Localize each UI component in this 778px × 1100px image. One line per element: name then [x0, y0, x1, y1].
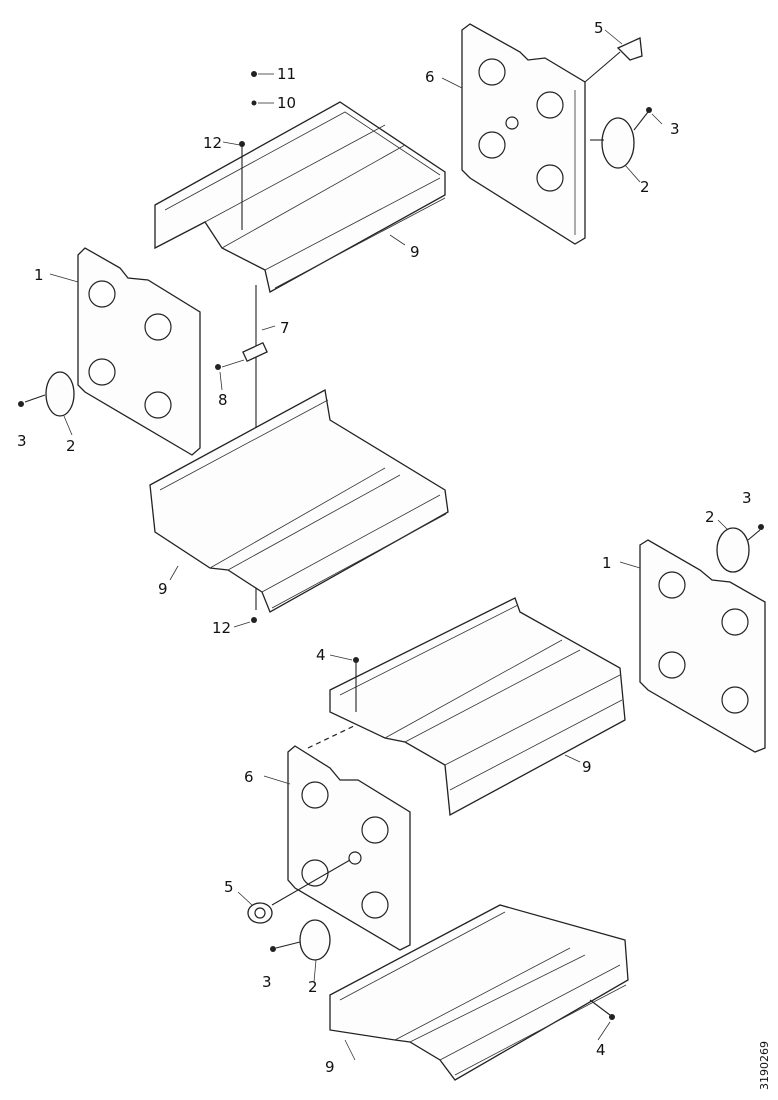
callout-10: 10: [277, 94, 296, 112]
dashed-guide: [307, 724, 357, 749]
callout-2-top-right: 2: [640, 178, 650, 196]
end-plate-lower: [287, 745, 411, 951]
callout-2-right: 2: [705, 508, 715, 526]
callout-3-right: 3: [742, 489, 752, 507]
bolt-4-lower: [589, 999, 615, 1020]
end-plate-right: [639, 539, 766, 753]
callout-8: 8: [218, 391, 228, 409]
cap-5-top: [584, 37, 643, 83]
document-number: 3190269: [758, 1041, 771, 1090]
callout-9-top: 9: [410, 243, 420, 261]
callout-5-top: 5: [594, 19, 604, 37]
fastener-10: [251, 100, 274, 106]
bolt-8: [215, 359, 245, 370]
callout-7: 7: [280, 319, 290, 337]
callout-12-bottom: 12: [212, 619, 231, 637]
gasket-2-top-right: [590, 107, 652, 169]
channel-top: [154, 101, 446, 293]
callout-5-lower: 5: [224, 878, 234, 896]
callout-1-right: 1: [602, 554, 612, 572]
callout-6-lower: 6: [244, 768, 254, 786]
callout-11: 11: [277, 65, 296, 83]
callout-4-lower: 4: [596, 1041, 606, 1059]
callout-6-top: 6: [425, 68, 435, 86]
gasket-2-left: [18, 371, 75, 417]
end-plate-left: [77, 247, 201, 456]
end-plate-top-right: [461, 23, 586, 245]
callout-9-bottom: 9: [325, 1058, 335, 1076]
channel-bottom: [329, 904, 629, 1081]
bolt-4-upper: [353, 657, 359, 712]
callout-1-left: 1: [34, 266, 44, 284]
rod-12-top: [239, 141, 245, 230]
rod-12-bottom: [251, 617, 257, 623]
callout-3-left: 3: [17, 432, 27, 450]
leader-lines: [49, 29, 729, 1061]
callout-12-top: 12: [203, 134, 222, 152]
callout-2-lower: 2: [308, 978, 318, 996]
cap-5-lower: [247, 859, 351, 924]
gasket-2-right: [716, 524, 764, 573]
gasket-2-lower: [270, 919, 331, 961]
callout-2-left: 2: [66, 437, 76, 455]
callout-3-lower: 3: [262, 973, 272, 991]
callout-4-upper: 4: [316, 646, 326, 664]
channel-lower: [329, 597, 626, 817]
callout-9-lower: 9: [582, 758, 592, 776]
fastener-11: [251, 71, 274, 77]
channel-middle: [149, 388, 449, 613]
callout-9-middle: 9: [158, 580, 168, 598]
callout-3-top-right: 3: [670, 120, 680, 138]
